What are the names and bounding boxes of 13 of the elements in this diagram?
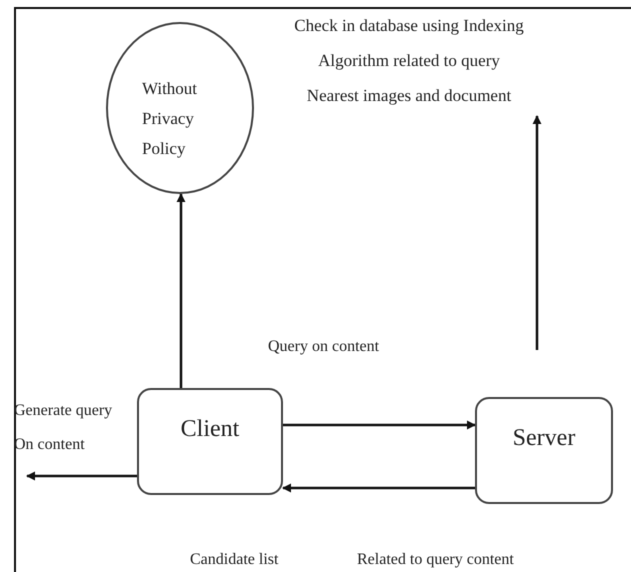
arrow [283,420,476,430]
circle-node [106,22,254,194]
arrow [282,484,475,492]
edge-label: Query on content [268,337,380,357]
arrow [26,472,137,480]
text-label: Candidate list [190,551,278,569]
process-box: Client [137,388,283,495]
node-text: Without Privacy Policy [142,78,198,160]
arrow [176,193,186,388]
process-box: Server [475,397,613,504]
text-label: Related to query content [357,551,514,569]
arrow [532,115,542,350]
note-text: Check in database using Indexing Algorithm related to query Nearest images and document [292,8,526,116]
